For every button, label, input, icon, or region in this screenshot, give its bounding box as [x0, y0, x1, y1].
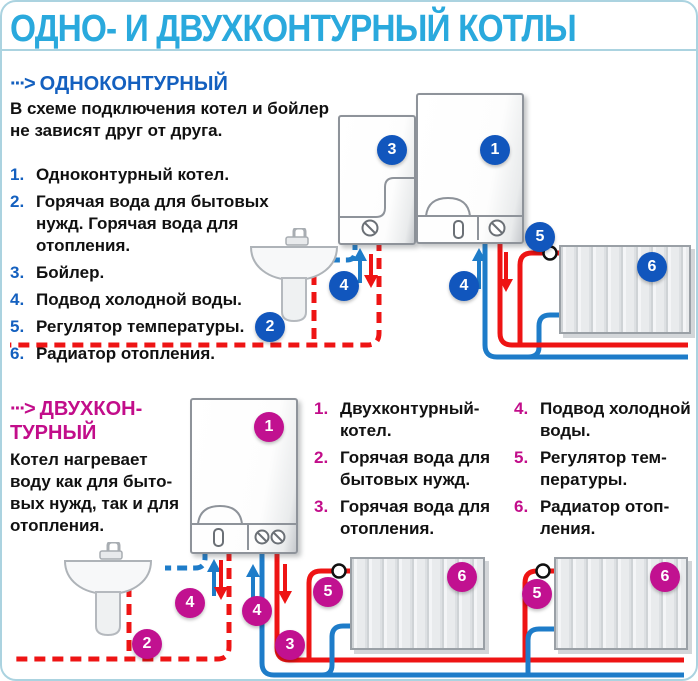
badge-4: 4 [242, 596, 272, 626]
thermostat-valve [331, 563, 347, 579]
item-text: Регулятор тем- пературы. [540, 448, 667, 489]
faucet-icon [99, 550, 123, 560]
list-item: 3. Горячая вода для отопления. [314, 496, 509, 540]
radiator1-riser [306, 568, 350, 660]
list-item: 2. Горячая вода для бытовых нужд. [314, 447, 509, 491]
return-pipe-boiler1 [482, 240, 688, 360]
storage-boiler-tank [338, 115, 416, 245]
list-item: 2. Горячая вода для бытовых нужд. Горячая… [10, 191, 310, 257]
item-number: 2. [10, 192, 25, 211]
badge-3: 3 [377, 135, 407, 165]
section2-list-col1: 1. Двухконтурный- котел. 2. Горячая вода д… [314, 398, 509, 545]
dhw-pipe-tank [330, 240, 358, 263]
item-text: Горячая вода для отопления. [340, 497, 491, 538]
badge-2: 2 [132, 629, 162, 659]
badge-4: 4 [175, 588, 205, 618]
dotted-arrow-icon: ···> [10, 398, 36, 420]
list-item: 1. Одноконтурный котел. [10, 164, 310, 186]
list-item: 4. Подвод холодной воды. [10, 289, 310, 311]
list-item: 5. Регулятор температуры. [10, 316, 310, 338]
display-icon [213, 528, 224, 547]
flow-arrow-up-head [353, 248, 367, 261]
item-number: 4. [514, 399, 529, 418]
page-title: ОДНО- И ДВУХКОНТУРНЫЙ КОТЛЫ [10, 8, 577, 50]
hot-water-dashed-pipe2 [10, 550, 232, 662]
flow-arrow-down-head [214, 587, 228, 600]
section2-list-col2: 4. Подвод холодной воды. 5. Регулятор тем-… [514, 398, 694, 545]
item-number: 2. [314, 448, 329, 467]
sink-pedestal [281, 277, 307, 323]
item-number: 3. [10, 263, 25, 282]
item-number: 1. [314, 399, 329, 418]
flow-arrow-up-head [472, 248, 486, 261]
item-number: 3. [314, 497, 329, 516]
item-text: Подвод холодной воды. [540, 399, 691, 440]
badge-5: 5 [525, 222, 555, 252]
sink [249, 228, 339, 323]
badge-5: 5 [522, 579, 552, 609]
item-text: Горячая вода для бытовых нужд. Горячая в… [36, 192, 269, 255]
section2-header: ···>ДВУХКОН- ТУРНЫЙ [10, 397, 190, 445]
item-text: Бойлер. [36, 263, 105, 282]
section1-list: 1. Одноконтурный котел. 2. Горячая вода дл… [10, 164, 310, 370]
list-item: 6. Радиатор отопления. [10, 343, 310, 365]
single-circuit-boiler [416, 93, 524, 244]
item-text: Одноконтурный котел. [36, 165, 230, 184]
badge-2: 2 [255, 312, 285, 342]
badge-4: 4 [329, 271, 359, 301]
item-text: Радиатор отоп- ления. [540, 497, 670, 538]
list-item: 1. Двухконтурный- котел. [314, 398, 509, 442]
item-number: 6. [10, 344, 25, 363]
item-text: Радиатор отопления. [36, 344, 215, 363]
section1-header: ···>ОДНОКОНТУРНЫЙ [10, 72, 228, 96]
list-item: 6. Радиатор отоп- ления. [514, 496, 694, 540]
item-text: Горячая вода для бытовых нужд. [340, 448, 491, 489]
section2-intro: Котел нагревает воду как для быто- вых н… [10, 450, 180, 535]
item-text: Двухконтурный- котел. [340, 399, 480, 440]
item-number: 1. [10, 165, 25, 184]
badge-1: 1 [254, 412, 284, 442]
badge-5: 5 [313, 577, 343, 607]
item-number: 4. [10, 290, 25, 309]
flow-arrow-up-head [246, 564, 260, 577]
list-item: 4. Подвод холодной воды. [514, 398, 694, 442]
badge-1: 1 [480, 135, 510, 165]
section1-intro: В схеме подключения котел и бойлер не за… [10, 99, 330, 140]
section2-header-label: ДВУХКОН- ТУРНЫЙ [10, 398, 143, 444]
item-number: 5. [10, 317, 25, 336]
flow-arrow-down-head [499, 279, 513, 292]
display-icon [453, 220, 464, 239]
dotted-arrow-icon: ···> [10, 73, 36, 95]
flow-arrow-down-head [364, 275, 378, 288]
sink-pedestal [95, 591, 121, 637]
badge-6: 6 [447, 562, 477, 592]
item-text: Подвод холодной воды. [36, 290, 242, 309]
badge-6: 6 [650, 562, 680, 592]
radiator1-return [321, 623, 350, 678]
hot-water-dashed-pipe [10, 240, 382, 348]
radiator2-return [525, 626, 554, 675]
item-text: Регулятор температуры. [36, 317, 245, 336]
heating-radiator [559, 245, 691, 334]
item-number: 6. [514, 497, 529, 516]
badge-3: 3 [275, 630, 305, 660]
radiator-riser-pipe [517, 250, 559, 345]
radiator-return-pipe [527, 312, 559, 360]
flow-arrow-down-head [278, 591, 292, 604]
item-number: 5. [514, 448, 529, 467]
dhw-pipe [165, 550, 208, 571]
return-pipe-boiler2 [259, 550, 684, 678]
title-divider [2, 49, 696, 51]
faucet-icon [285, 236, 309, 246]
section1-header-label: ОДНОКОНТУРНЫЙ [39, 73, 228, 95]
sink [63, 542, 153, 637]
badge-6: 6 [637, 252, 667, 282]
badge-4: 4 [449, 271, 479, 301]
heating-supply-pipe [497, 240, 688, 348]
thermostat-valve [535, 563, 551, 579]
flow-arrow-up-head [207, 559, 221, 572]
list-item: 3. Бойлер. [10, 262, 310, 284]
list-item: 5. Регулятор тем- пературы. [514, 447, 694, 491]
